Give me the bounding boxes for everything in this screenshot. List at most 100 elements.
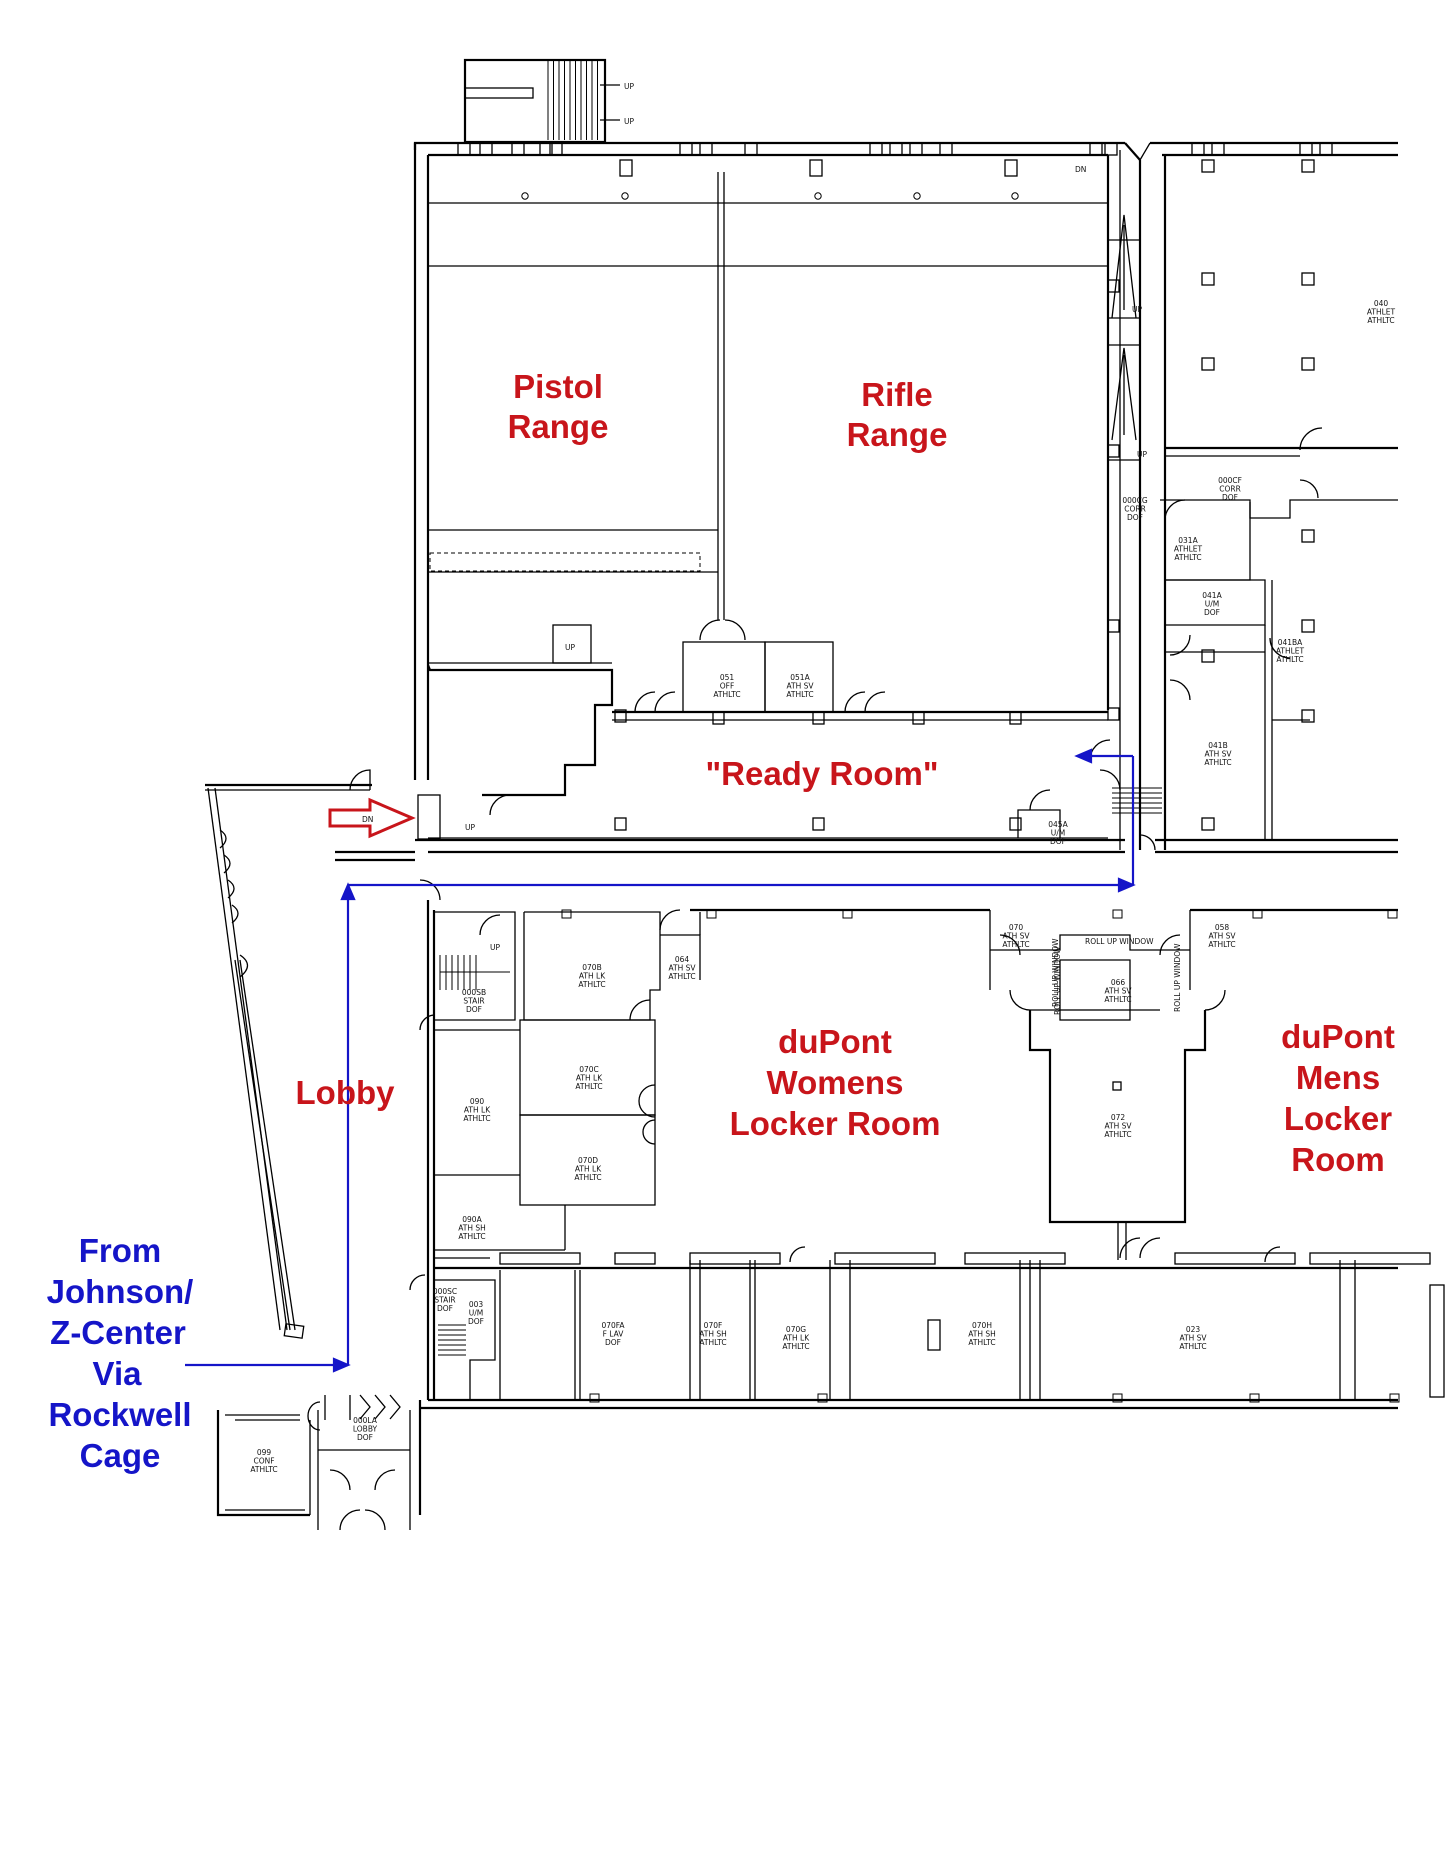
svg-text:Cage: Cage [80,1437,161,1474]
room-tag-line: 041BA [1278,638,1303,647]
roll-up-window-mark: ROLL UP WINDOW [1085,937,1154,946]
room-tag-line: ATH SV [1104,987,1132,996]
room-tag-line: ATHLTC [713,690,740,699]
room-tag-line: F LAV [603,1330,625,1339]
room-tag-line: ATH LK [464,1106,491,1115]
roll-up-window-mark: ROLL UP WINDOW [1053,946,1062,1015]
room-tag-line: ATHLTC [786,690,813,699]
stair-dn-mark: DN [1075,165,1086,174]
svg-text:Z-Center: Z-Center [50,1314,186,1351]
room-tag-line: DOF [468,1317,484,1326]
room-tag-line: DOF [605,1338,621,1347]
svg-text:Range: Range [508,408,609,445]
room-tag-line: ATHLTC [1104,995,1131,1004]
room-tag-line: DOF [437,1304,453,1313]
room-tag-line: 000SB [462,988,486,997]
stair-up-mark: UP [490,943,500,952]
room-tag-line: LOBBY [353,1425,378,1434]
room-tag-line: ATHLET [1174,545,1203,554]
roll-up-window-mark: ROLL UP WINDOW [1051,938,1060,1007]
room-tag-line: ATHLET [1367,308,1396,317]
room-tags: 040ATHLETATHLTC000CFCORRDOF000CGCORRDOF0… [250,299,1395,1474]
room-tag-line: 041A [1202,591,1222,600]
room-tag-line: ATHLTC [1002,940,1029,949]
room-tag-line: U/M [1205,600,1220,609]
svg-text:Room: Room [1291,1141,1385,1178]
room-tag-line: 023 [1186,1325,1201,1334]
svg-text:Pistol: Pistol [513,368,603,405]
room-tag-line: ATHLTC [458,1232,485,1241]
room-tag-line: DOF [357,1433,373,1442]
room-tag-line: STAIR [434,1296,455,1305]
room-tag-line: CONF [253,1457,274,1466]
stair-dn-mark: DN [362,815,373,824]
svg-text:Via: Via [93,1355,143,1392]
pistol-range-label: Pistol Range [508,368,609,445]
room-tag-line: CORR [1124,505,1146,514]
svg-text:duPont: duPont [778,1023,892,1060]
room-tag-line: 070D [578,1156,598,1165]
room-tag-line: 041B [1208,741,1227,750]
room-tag-line: ATHLTC [1276,655,1303,664]
stair-up-mark: UP [1132,305,1142,314]
room-tag-line: 066 [1111,978,1126,987]
svg-text:Range: Range [847,416,948,453]
room-tag-line: 064 [675,955,690,964]
room-tag-line: ATH LK [575,1165,602,1174]
room-tag-line: CORR [1219,485,1241,494]
svg-text:duPont: duPont [1281,1018,1395,1055]
room-tag-line: ATH SH [968,1330,996,1339]
room-tag-line: ATHLTC [250,1465,277,1474]
lobby-label: Lobby [296,1074,396,1111]
room-tag-line: 051 [720,673,735,682]
room-tag-line: ATHLTC [1179,1342,1206,1351]
room-tag-line: 031A [1178,536,1198,545]
room-tag-line: ATHLTC [699,1338,726,1347]
entrance-arrow [328,797,416,839]
room-tag-line: DOF [466,1005,482,1014]
room-tag-line: 045A [1048,820,1068,829]
room-tag-line: ATH SH [458,1224,486,1233]
room-tag-line: 000LA [353,1416,378,1425]
stair-up-mark: UP [1137,450,1147,459]
room-tag-line: ATH LK [783,1334,810,1343]
room-tag-line: ATH SH [699,1330,727,1339]
room-tag-line: ATH SV [1208,932,1236,941]
room-tag-line: ATH SV [1002,932,1030,941]
room-tag-line: ATH SV [668,964,696,973]
room-tag-line: ATHLTC [1204,758,1231,767]
womens-locker-label: duPont Womens Locker Room [730,1023,941,1142]
room-tag-line: U/M [469,1309,484,1318]
room-tag-line: 099 [257,1448,272,1457]
room-tag-line: 000CF [1218,476,1242,485]
svg-text:Rockwell: Rockwell [48,1396,191,1433]
room-tag-line: 070F [704,1321,723,1330]
lobby-walls [205,783,422,1531]
room-tag-line: ATHLTC [968,1338,995,1347]
mens-locker-label: duPont Mens Locker Room [1281,1018,1395,1178]
stair-up-mark: UP [624,117,634,126]
svg-text:From: From [79,1232,162,1269]
room-tag-line: ATHLTC [574,1173,601,1182]
room-tag-line: ATHLTC [1367,316,1394,325]
room-tag-line: 058 [1215,923,1230,932]
room-tag-line: 070FA [601,1321,625,1330]
